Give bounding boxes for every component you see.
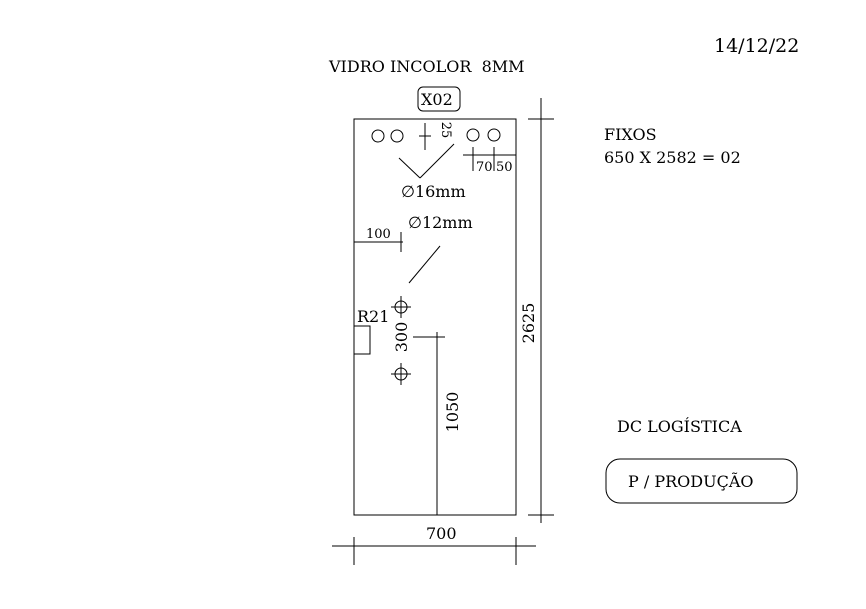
client-name: DC LOGÍSTICA <box>617 416 742 436</box>
dim-50-text: 50 <box>496 160 513 175</box>
hole-12mm-label: ∅12mm <box>408 213 473 232</box>
glass-panel-outline <box>353 118 517 516</box>
piece-code: X02 <box>421 90 453 109</box>
hole-top-right-1 <box>466 128 480 142</box>
production-stamp-text: P / PRODUÇÃO <box>628 471 753 491</box>
dim-height-text: 2625 <box>519 303 538 344</box>
fixos-spec: 650 X 2582 = 02 <box>604 148 741 167</box>
hole-top-left-2 <box>390 129 404 143</box>
notch-outline <box>354 325 371 355</box>
notch-radius-text: R21 <box>357 307 389 326</box>
dim-1050-text: 1050 <box>443 392 462 433</box>
date-label: 14/12/22 <box>714 35 799 57</box>
dim-25-text: 25 <box>438 122 453 139</box>
hole-top-left-1 <box>371 129 385 143</box>
dim-300-text: 300 <box>392 322 411 353</box>
dim-100-text: 100 <box>366 227 391 242</box>
material-title: VIDRO INCOLOR 8MM <box>328 57 525 76</box>
hole-top-right-2 <box>487 128 501 142</box>
dim-width-text: 700 <box>426 524 457 543</box>
dim-70-text: 70 <box>476 160 493 175</box>
fixos-title: FIXOS <box>604 125 657 144</box>
hole-16mm-label: ∅16mm <box>401 182 466 201</box>
production-stamp-box <box>605 458 798 504</box>
leader-16mm-right <box>419 143 455 179</box>
piece-code-box <box>417 86 461 112</box>
leader-12mm <box>408 245 441 284</box>
leader-16mm-left <box>398 157 421 179</box>
